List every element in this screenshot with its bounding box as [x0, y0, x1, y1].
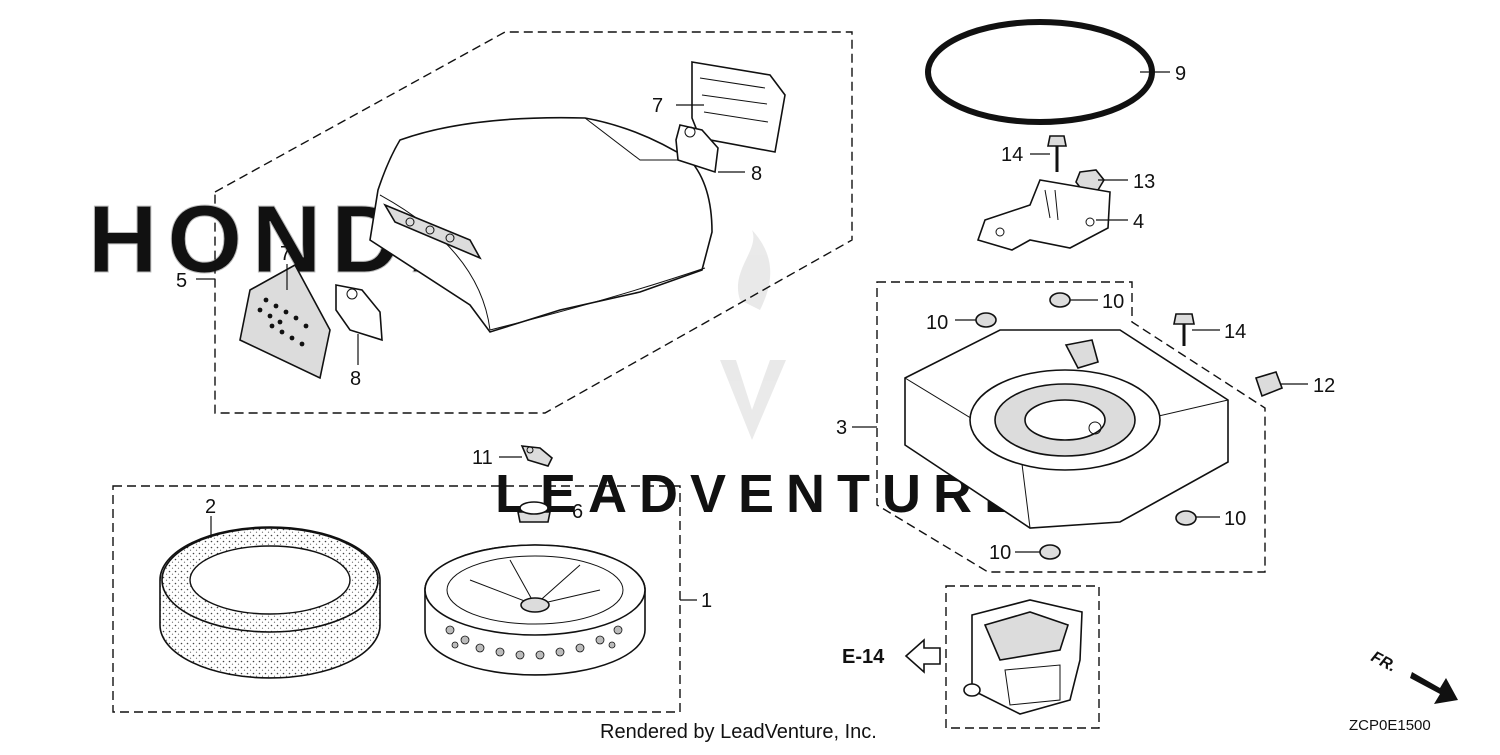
reference-arrow	[904, 638, 941, 674]
callout-10-b: 10	[926, 312, 948, 334]
callout-14-lower: 14	[1224, 321, 1246, 343]
callout-10-d: 10	[989, 542, 1011, 564]
foam-pre-filter	[159, 526, 381, 679]
bolt-upper	[1047, 135, 1067, 172]
reference-label: E-14	[842, 646, 885, 668]
air-cleaner-cover	[369, 116, 713, 333]
front-direction-arrow	[1410, 672, 1458, 704]
direction-label: FR.	[1368, 649, 1399, 676]
case-group-frame	[876, 281, 1266, 573]
leadventure-logo-watermark	[720, 230, 786, 440]
callout-6: 6	[572, 501, 583, 523]
callout-4: 4	[1133, 211, 1144, 233]
callout-2: 2	[205, 496, 216, 518]
callout-10-a: 10	[1102, 291, 1124, 313]
footer-credit: Rendered by LeadVenture, Inc.	[600, 721, 877, 743]
clip-11	[520, 445, 553, 467]
callout-8-upper: 8	[751, 163, 762, 185]
cover-latch-lower	[335, 284, 383, 342]
cover-clip-upper	[691, 61, 786, 153]
cover-latch-upper	[675, 124, 719, 174]
wing-nut	[517, 501, 551, 523]
packing-ring	[925, 19, 1155, 125]
air-cleaner-case	[904, 329, 1229, 529]
breather-12	[1254, 371, 1284, 398]
cover-group-frame	[214, 31, 853, 414]
callout-14-upper: 14	[1001, 144, 1023, 166]
bolt-lower	[1173, 313, 1195, 346]
diagram-code: ZCP0E1500	[1349, 717, 1431, 734]
callout-10-c: 10	[1224, 508, 1246, 530]
callout-7-lower: 7	[280, 243, 291, 265]
callout-13: 13	[1133, 171, 1155, 193]
callout-11: 11	[472, 447, 493, 469]
callout-3: 3	[836, 417, 847, 439]
callout-8-lower: 8	[350, 368, 361, 390]
callout-9: 9	[1175, 63, 1186, 85]
callout-7-upper: 7	[652, 95, 663, 117]
callout-1: 1	[701, 590, 712, 612]
related-part-frame	[945, 585, 1100, 729]
bracket-4	[976, 179, 1111, 251]
air-filter-element	[424, 544, 646, 676]
leader-lines	[196, 71, 1308, 601]
element-group-frame	[112, 485, 681, 713]
air-intake-elbow	[963, 599, 1083, 715]
callout-12: 12	[1313, 375, 1335, 397]
callout-5: 5	[176, 270, 187, 292]
leadventure-watermark: LEADVENTURE	[495, 464, 1032, 524]
